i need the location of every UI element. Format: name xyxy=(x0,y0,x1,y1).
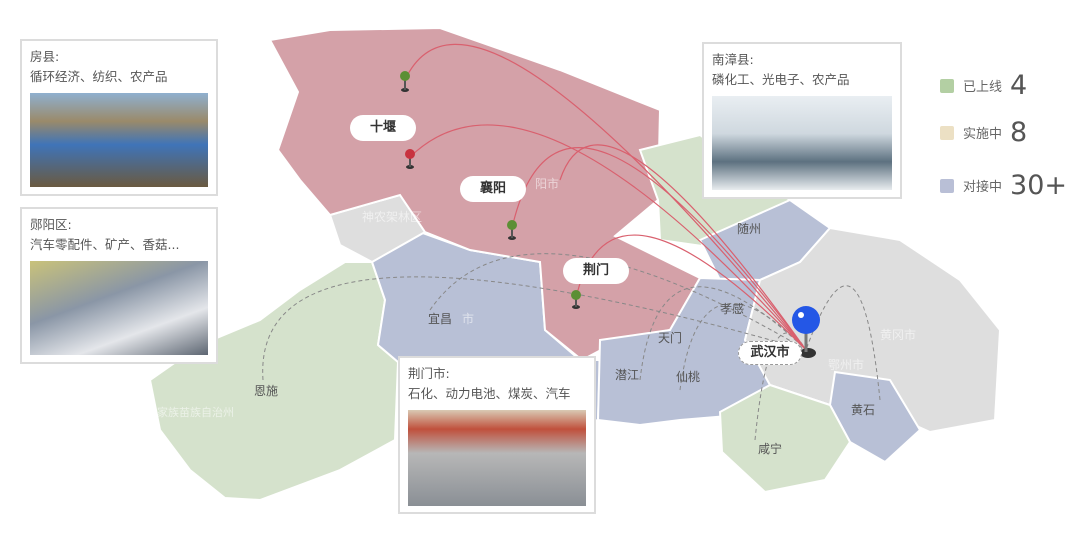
arc-nanzhang xyxy=(511,146,807,351)
place-xianning: 咸宁 xyxy=(758,442,783,456)
place-xiantao: 仙桃 xyxy=(676,370,701,384)
info-card-jingmen[interactable]: 荆门市: 石化、动力电池、煤炭、汽车 xyxy=(398,356,596,514)
city-label-shiyan[interactable]: 十堰 xyxy=(350,115,416,141)
dashed-arc-xiantao xyxy=(679,303,807,391)
legend-count: 4 xyxy=(1010,70,1028,101)
legend-label: 实施中 xyxy=(963,127,1003,142)
factory-photo xyxy=(30,93,208,187)
arc-fangxian xyxy=(404,43,807,351)
card-title: 郧阳区: xyxy=(30,217,72,232)
legend-docking: 对接中 30+ xyxy=(940,170,1067,201)
place-xiaogan: 孝感 xyxy=(720,302,745,316)
pin-jingmen[interactable] xyxy=(571,290,581,309)
watermark-enshizhou: 恩施土家族苗族自治州 xyxy=(124,406,234,419)
card-title: 荆门市: xyxy=(408,366,450,381)
pin-fangxian[interactable] xyxy=(400,71,410,92)
legend-online: 已上线 4 xyxy=(940,70,1027,101)
legend-label: 已上线 xyxy=(963,80,1003,95)
legend-swatch xyxy=(940,125,954,140)
card-industries: 循环经济、纺织、农产品 xyxy=(30,69,168,84)
battery-line-photo xyxy=(408,410,586,506)
arc-xiangyang xyxy=(559,144,807,351)
region-xianning xyxy=(718,383,852,494)
legend-count: 30+ xyxy=(1010,170,1067,201)
legend-swatch xyxy=(940,178,954,193)
pin-yunyang[interactable] xyxy=(405,149,415,169)
watermark-ezhou: 鄂州市 xyxy=(828,358,865,372)
dashed-arc-yichang xyxy=(429,253,807,351)
legend-label: 对接中 xyxy=(963,180,1003,195)
watermark-yichangshi: 市 xyxy=(462,312,475,326)
place-tianmen: 天门 xyxy=(658,331,683,345)
card-title: 房县: xyxy=(30,49,60,64)
city-label-xiangyang[interactable]: 襄阳 xyxy=(460,176,526,202)
info-card-nanzhang[interactable]: 南漳县: 磷化工、光电子、农产品 xyxy=(702,42,902,199)
place-yichang: 宜昌 xyxy=(428,312,453,326)
place-suizhou: 随州 xyxy=(737,222,762,236)
info-card-yunyang[interactable]: 郧阳区: 汽车零配件、矿产、香菇... xyxy=(20,207,218,364)
watermark-shennongjia: 神农架林区 xyxy=(362,210,423,224)
place-qianjiang: 潜江 xyxy=(615,368,640,382)
auto-assembly-photo xyxy=(30,261,208,355)
pin-nanzhang[interactable] xyxy=(507,220,517,240)
place-enshi: 恩施 xyxy=(254,384,279,398)
card-title: 南漳县: xyxy=(712,52,754,67)
card-industries: 石化、动力电池、煤炭、汽车 xyxy=(408,386,571,401)
arc-yunyang xyxy=(409,124,807,351)
card-industries: 汽车零配件、矿产、香菇... xyxy=(30,237,180,252)
info-card-fangxian[interactable]: 房县: 循环经济、纺织、农产品 xyxy=(20,39,218,196)
watermark-huanggang: 黄冈市 xyxy=(880,328,917,342)
legend-count: 8 xyxy=(1010,117,1028,148)
card-industries: 磷化工、光电子、农产品 xyxy=(712,72,850,87)
city-label-jingmen[interactable]: 荆门 xyxy=(563,258,629,284)
dashed-arc-huangshi xyxy=(805,285,881,401)
place-huangshi: 黄石 xyxy=(851,403,876,417)
lab-photo xyxy=(712,96,892,190)
legend-implementing: 实施中 8 xyxy=(940,117,1027,148)
city-label-wuhan[interactable]: 武汉市 xyxy=(738,341,802,365)
dashed-arc-tianmen xyxy=(639,286,807,381)
watermark-xiangyang: 阳市 xyxy=(535,177,560,191)
legend-swatch xyxy=(940,78,954,93)
pin-wuhan-hub[interactable] xyxy=(792,306,820,358)
